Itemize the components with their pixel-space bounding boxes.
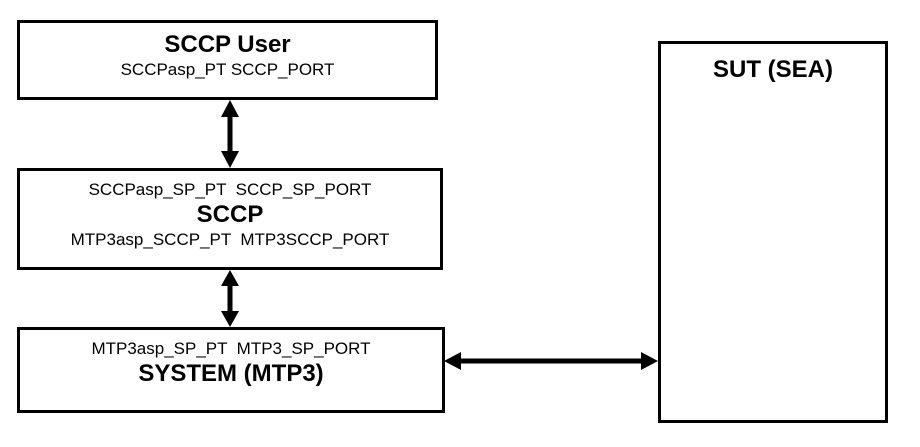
box-sut: SUT (SEA) <box>658 41 888 423</box>
box-sccp: SCCPasp_SP_PT SCCP_SP_PORT SCCP MTP3asp_… <box>17 168 443 270</box>
sccp-upper-ports: SCCPasp_SP_PT SCCP_SP_PORT <box>88 180 372 199</box>
double-arrow-system-sut-icon <box>444 352 658 370</box>
sut-title: SUT (SEA) <box>713 56 833 83</box>
double-arrow-sccp-system-icon <box>221 270 239 327</box>
box-sccp-user: SCCP User SCCPasp_PT SCCP_PORT <box>17 20 438 100</box>
system-mtp3-ports: MTP3asp_SP_PT MTP3_SP_PORT <box>91 339 371 358</box>
sccp-user-title: SCCP User <box>164 31 291 58</box>
double-arrow-sccpuser-sccp-icon <box>221 100 239 168</box>
system-mtp3-title: SYSTEM (MTP3) <box>138 360 324 387</box>
box-system-mtp3: MTP3asp_SP_PT MTP3_SP_PORT SYSTEM (MTP3) <box>17 327 445 413</box>
sccp-lower-ports: MTP3asp_SCCP_PT MTP3SCCP_PORT <box>70 230 390 249</box>
sccp-user-ports: SCCPasp_PT SCCP_PORT <box>120 60 335 79</box>
sccp-title: SCCP <box>196 201 264 228</box>
